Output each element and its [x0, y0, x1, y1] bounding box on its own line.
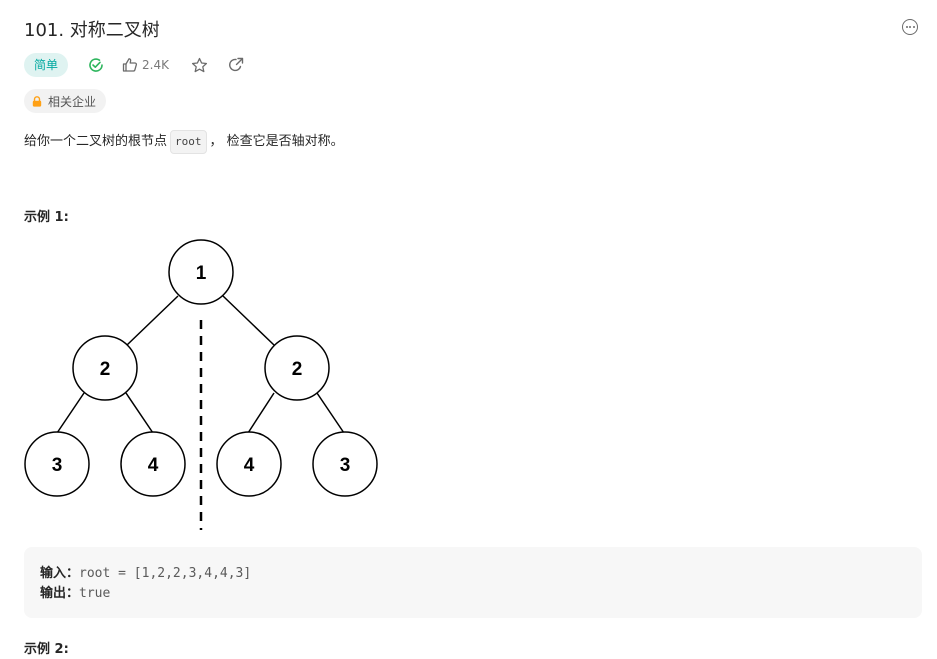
input-value: root = [1,2,2,3,4,4,3] [79, 566, 252, 581]
meta-row: 简单 2.4K [24, 53, 244, 77]
edge-left-leftleft [56, 392, 85, 434]
tree-node-circle [24, 431, 90, 497]
tree-node-circle [168, 239, 234, 305]
example-1-heading: 示例 1: [24, 210, 69, 225]
problem-description: 给你一个二叉树的根节点 root ， 检查它是否轴对称。 [24, 130, 344, 154]
inline-code-root: root [170, 130, 207, 154]
star-icon[interactable] [191, 57, 208, 74]
edge-root-left [126, 295, 179, 346]
tree-node-circle [72, 335, 138, 401]
tree-node-circle [216, 431, 282, 497]
lock-icon [32, 95, 42, 107]
edge-right-rightleft [247, 392, 275, 434]
more-icon[interactable] [902, 19, 918, 35]
share-icon[interactable] [228, 57, 244, 73]
tree-node-root: 1 [168, 239, 234, 305]
input-label: 输入： [40, 566, 80, 581]
example-1-io: 输入：root = [1,2,2,3,4,4,3] 输出：true [24, 547, 922, 618]
problem-title: 101. 对称二叉树 [24, 20, 160, 41]
edge-left-leftright [125, 392, 154, 434]
example-2-heading: 示例 2: [24, 642, 69, 657]
tree-node-value: 4 [148, 455, 159, 476]
tree-node-right-right: 3 [312, 431, 378, 497]
tree-node-value: 1 [196, 263, 207, 284]
edge-root-right [222, 295, 275, 346]
company-tag-label: 相关企业 [48, 94, 97, 109]
company-tag[interactable]: 相关企业 [24, 89, 107, 113]
output-value: true [79, 586, 111, 601]
description-text-before: 给你一个二叉树的根节点 [24, 134, 168, 149]
tree-node-left: 2 [72, 335, 138, 401]
tree-node-circle [264, 335, 330, 401]
tree-node-circle [120, 431, 186, 497]
tree-node-value: 4 [244, 455, 255, 476]
difficulty-badge[interactable]: 简单 [24, 53, 69, 77]
output-label: 输出： [40, 586, 80, 601]
tree-node-value: 2 [100, 359, 111, 380]
tree-node-left-right: 4 [120, 431, 186, 497]
check-circle-icon [88, 57, 104, 73]
tree-node-left-left: 3 [24, 431, 90, 497]
like-count: 2.4K [142, 58, 169, 72]
edge-right-rightright [316, 392, 345, 434]
description-text-after: ， 检查它是否轴对称。 [209, 134, 344, 149]
tree-node-circle [312, 431, 378, 497]
tree-node-value: 3 [340, 455, 351, 476]
tree-node-right-left: 4 [216, 431, 282, 497]
tree-node-value: 3 [52, 455, 63, 476]
thumbs-up-icon [122, 58, 138, 72]
tree-node-right: 2 [264, 335, 330, 401]
like-button[interactable]: 2.4K [122, 57, 169, 73]
tree-node-value: 2 [292, 359, 303, 380]
